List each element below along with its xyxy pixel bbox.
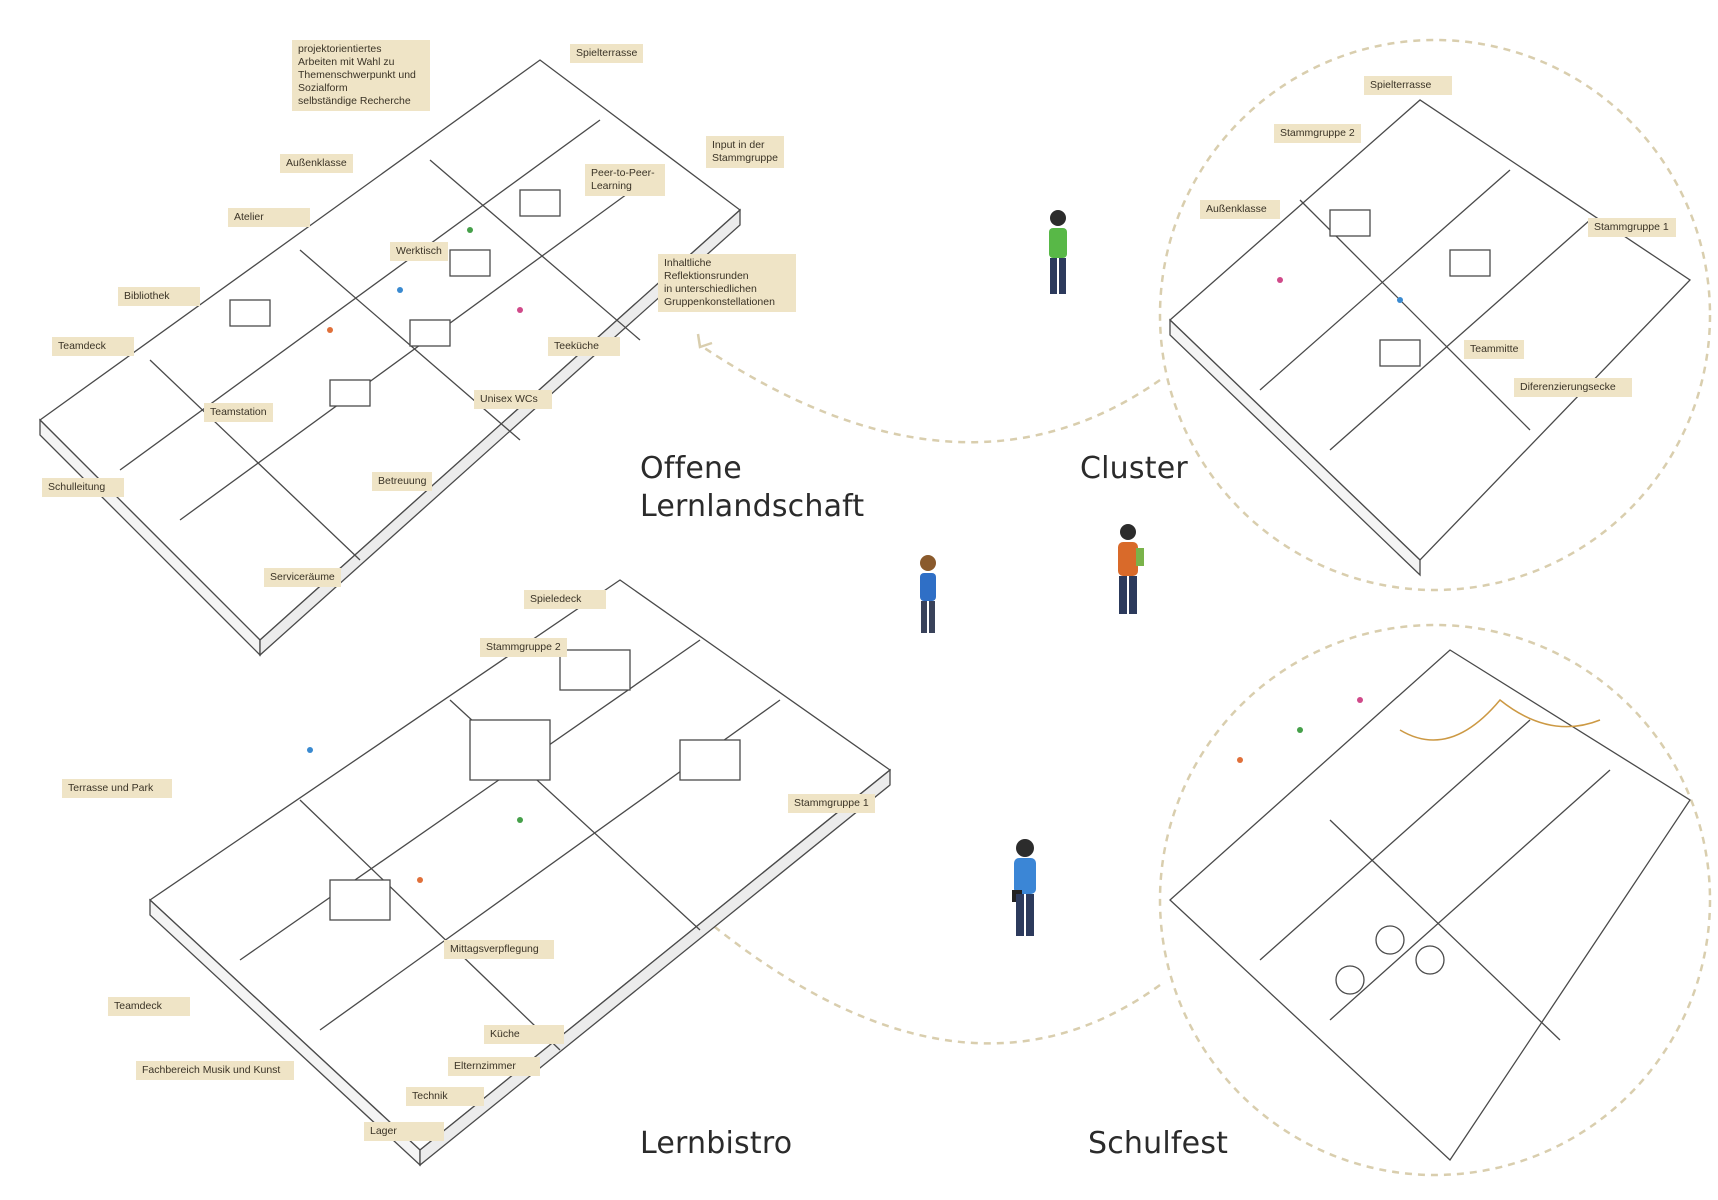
arc-cluster-to-offene <box>699 343 1161 444</box>
label-spielterrasse-a: Spielterrasse <box>570 44 644 63</box>
arc-arrow-offene <box>696 333 713 349</box>
label-teamdeck-a: Teamdeck <box>52 337 134 356</box>
figure-woman-blue <box>920 555 936 633</box>
label-aussenklasse-b: Außenklasse <box>1200 200 1280 219</box>
building-cluster <box>1169 99 1692 577</box>
label-teekueche: Teeküche <box>548 337 620 356</box>
label-stammgruppe1-c: Stammgruppe 1 <box>788 794 875 813</box>
figure-orange-backpack <box>1118 524 1144 614</box>
label-teammitte: Teammitte <box>1464 340 1525 359</box>
title-schulfest: Schulfest <box>1088 1126 1229 1161</box>
label-betreuung: Betreuung <box>372 472 433 491</box>
label-musik: Fachbereich Musik und Kunst <box>136 1061 294 1080</box>
label-stammgruppe1-b: Stammgruppe 1 <box>1588 218 1676 237</box>
label-differenzierung: Diferenzierungsecke <box>1514 378 1632 397</box>
label-projekt: projektorientiertes Arbeiten mit Wahl zu… <box>292 40 430 111</box>
cluster-circle <box>1158 38 1712 592</box>
title-lernbistro: Lernbistro <box>640 1126 793 1161</box>
label-technik: Technik <box>406 1087 484 1106</box>
label-schulleitung: Schulleitung <box>42 478 124 497</box>
label-unisex: Unisex WCs <box>474 390 552 409</box>
label-peer: Peer-to-Peer- Learning <box>585 164 665 196</box>
label-bibliothek: Bibliothek <box>118 287 200 306</box>
label-teamdeck-c: Teamdeck <box>108 997 190 1016</box>
arc-schulfest-to-lernbistro <box>699 914 1161 1045</box>
label-stammgruppe2-b: Stammgruppe 2 <box>1274 124 1361 143</box>
building-schulfest <box>1169 649 1691 1161</box>
label-aussenklasse-a: Außenklasse <box>280 154 353 173</box>
label-spieledeck: Spieledeck <box>524 590 606 609</box>
label-terrasse: Terrasse und Park <box>62 779 172 798</box>
label-elternzimmer: Elternzimmer <box>448 1057 540 1076</box>
label-werktisch: Werktisch <box>390 242 448 261</box>
label-lager: Lager <box>364 1122 444 1141</box>
title-offene-lernlandschaft: Offene Lernlandschaft <box>640 451 865 524</box>
label-kueche: Küche <box>484 1025 564 1044</box>
figure-green <box>1049 210 1067 294</box>
label-input: Input in der Stammgruppe <box>706 136 784 168</box>
label-serviceraeume: Serviceräume <box>264 568 341 587</box>
people-dots <box>307 227 1403 883</box>
label-teamstation: Teamstation <box>204 403 273 422</box>
title-cluster: Cluster <box>1080 451 1188 486</box>
label-reflektion: Inhaltliche Reflektionsrunden in untersc… <box>658 254 796 312</box>
label-stammgruppe2-c: Stammgruppe 2 <box>480 638 567 657</box>
schulfest-circle <box>1158 623 1712 1177</box>
figure-blue-bag <box>1012 839 1036 936</box>
building-offene-lernlandschaft <box>38 59 742 657</box>
label-spielterrasse-b: Spielterrasse <box>1364 76 1452 95</box>
label-atelier: Atelier <box>228 208 310 227</box>
label-mittag: Mittagsverpflegung <box>444 940 554 959</box>
